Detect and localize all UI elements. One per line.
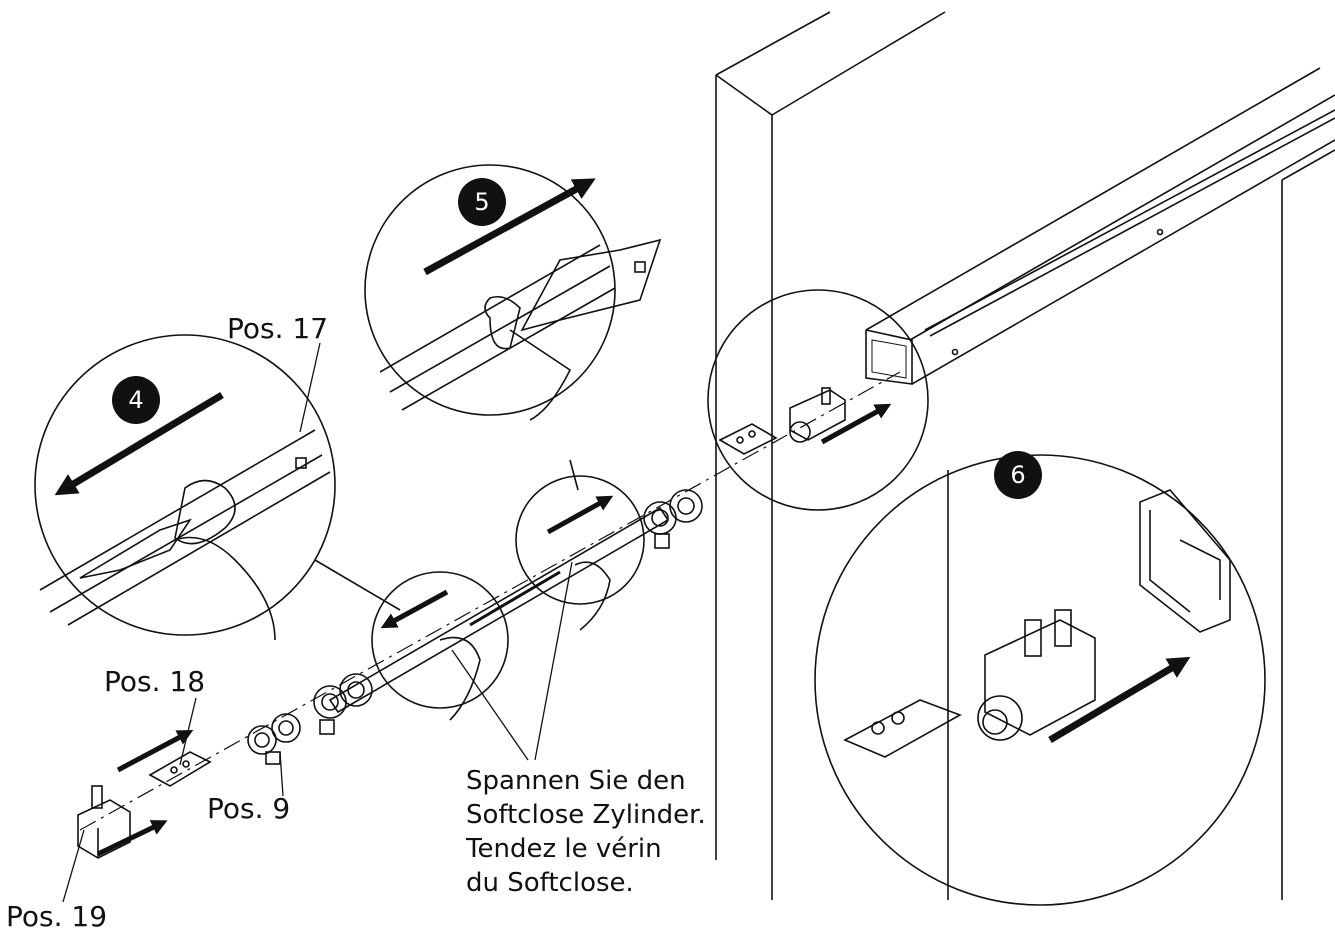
arrow-connection <box>820 403 892 445</box>
instruction-line-3: Tendez le vérin <box>466 834 662 864</box>
label-pos17: Pos. 17 <box>227 312 329 345</box>
arrow-small-left <box>380 589 449 629</box>
instruction-line-4: du Softclose. <box>466 868 634 898</box>
detail-circle-small-right <box>515 475 645 631</box>
roller-pos9 <box>247 713 301 765</box>
arrow-step5 <box>423 178 596 276</box>
plate-pos18 <box>148 751 212 787</box>
stopper-pos19 <box>77 785 131 859</box>
step-badge-5: 5 <box>458 178 506 226</box>
svg-text:4: 4 <box>128 386 143 414</box>
detail-circle-5 <box>364 164 662 491</box>
instruction-text: Spannen Sie den Softclose Zylinder. Tend… <box>466 764 706 900</box>
step-badge-4: 4 <box>112 376 160 424</box>
arrow-step6 <box>1048 656 1191 744</box>
leader-lines <box>62 342 573 903</box>
detail-circle-4 <box>34 334 401 641</box>
svg-text:5: 5 <box>474 188 489 216</box>
instruction-line-2: Softclose Zylinder. <box>466 800 706 830</box>
assembly-axis <box>79 371 901 831</box>
arrow-pos19 <box>96 820 168 857</box>
label-pos18: Pos. 18 <box>104 665 206 698</box>
wall-frame <box>715 11 1335 900</box>
detail-circle-6 <box>814 454 1266 906</box>
step-badge-6: 6 <box>994 451 1042 499</box>
arrow-pos18 <box>116 729 194 773</box>
roller-carriage-left <box>313 673 373 735</box>
roller-carriage-right <box>643 489 703 549</box>
label-pos9: Pos. 9 <box>207 792 291 825</box>
runner-bar <box>328 506 670 714</box>
instruction-line-1: Spannen Sie den <box>466 766 686 796</box>
detail-circle-small-left <box>371 571 509 721</box>
detail-circle-connection <box>707 289 929 511</box>
overhead-rail <box>865 67 1335 385</box>
arrow-small-right <box>546 495 614 535</box>
arrow-step4 <box>54 391 224 496</box>
svg-text:6: 6 <box>1010 461 1025 489</box>
label-pos19: Pos. 19 <box>6 900 108 933</box>
